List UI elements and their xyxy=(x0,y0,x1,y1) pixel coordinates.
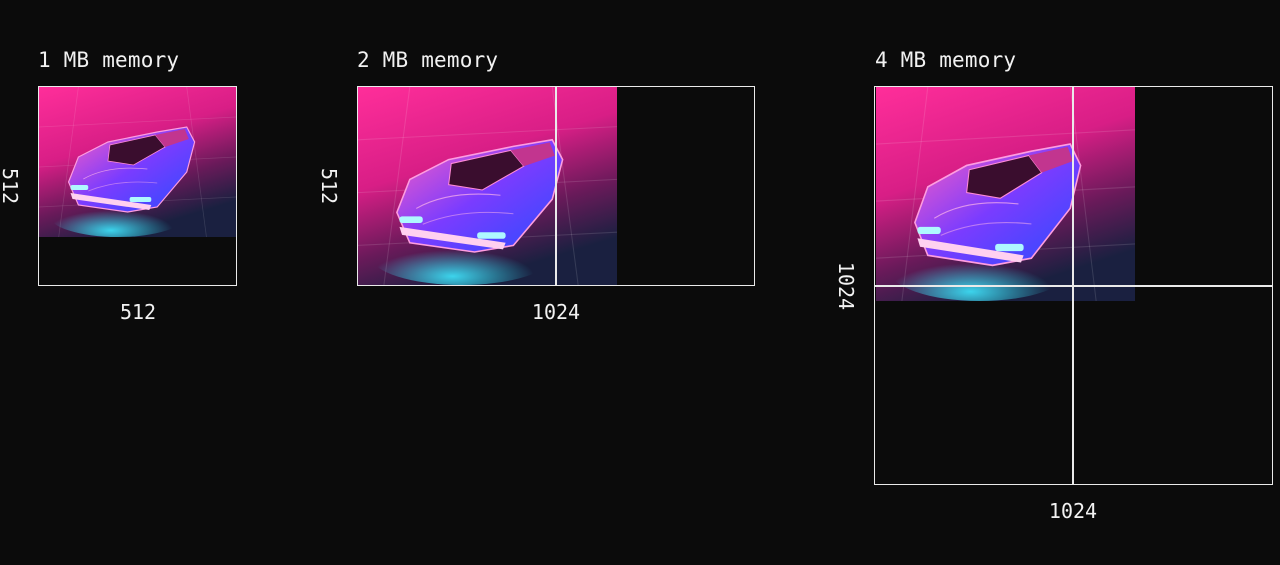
panel-3-divider-horizontal xyxy=(874,285,1273,287)
panel-2-title: 2 MB memory xyxy=(357,48,499,72)
panel-1-title: 1 MB memory xyxy=(38,48,180,72)
panel-2-divider xyxy=(555,86,557,286)
panel-3-width-label: 1024 xyxy=(1048,499,1098,523)
panel-1-width-label: 512 xyxy=(119,300,157,324)
panel-1-height-label: 512 xyxy=(0,167,22,205)
panel-2-width-label: 1024 xyxy=(531,300,581,324)
panel-2-height-label: 512 xyxy=(317,167,341,205)
panel-3-height-label: 1024 xyxy=(834,261,858,311)
panel-3-title: 4 MB memory xyxy=(875,48,1017,72)
panel-1-memory-frame xyxy=(38,86,237,286)
